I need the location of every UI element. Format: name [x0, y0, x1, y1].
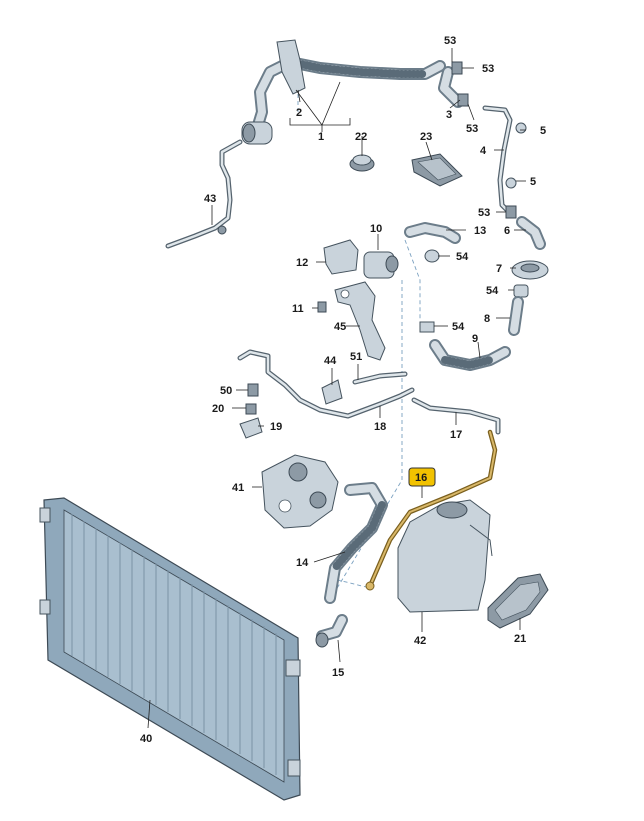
label-14: 14 [296, 557, 309, 569]
label-3: 3 [446, 109, 452, 121]
label-44: 44 [324, 355, 337, 367]
label-53-a: 53 [444, 35, 456, 47]
label-10: 10 [370, 223, 382, 235]
label-16: 16 [415, 472, 427, 484]
part-13-hose [404, 222, 461, 333]
part-42-expansion-tank [397, 499, 493, 613]
part-10-pump [363, 251, 399, 279]
highlight-16-box [408, 467, 436, 487]
label-54-b: 54 [486, 285, 499, 297]
part-22-grommet [349, 154, 375, 172]
label-54-a: 54 [456, 251, 469, 263]
label-7: 7 [496, 263, 502, 275]
label-5-b: 5 [530, 176, 536, 188]
label-21: 21 [514, 633, 526, 645]
label-45: 45 [334, 321, 346, 333]
label-53-c: 53 [466, 123, 478, 135]
label-5-a: 5 [540, 125, 546, 137]
label-20: 20 [212, 403, 224, 415]
label-22: 22 [355, 131, 367, 143]
part-50-20-19-fittings [239, 383, 263, 439]
part-18-17-pipes [237, 349, 501, 435]
leader-lines [147, 48, 526, 729]
part-23-pad [411, 153, 463, 187]
label-12: 12 [296, 257, 308, 269]
label-54-c: 54 [452, 321, 465, 333]
part-11-bolt [317, 301, 327, 313]
part-3-4-hoses [438, 61, 527, 219]
label-53-d: 53 [478, 207, 490, 219]
part-1-upper-hose [241, 39, 446, 145]
label-41: 41 [232, 482, 244, 494]
dashed-guides [297, 90, 421, 601]
label-13: 13 [474, 225, 486, 237]
label-17: 17 [450, 429, 462, 441]
label-15: 15 [332, 667, 344, 679]
label-53-b: 53 [482, 63, 494, 75]
part-40-radiator [39, 497, 301, 801]
label-11: 11 [292, 303, 304, 315]
label-19: 19 [270, 421, 282, 433]
part-14-hose [324, 482, 388, 604]
part-45-bracket [334, 281, 386, 361]
part-43-pipe [165, 139, 243, 249]
label-51: 51 [350, 351, 362, 363]
part-6-9-hoses [429, 216, 549, 371]
part-15-elbow [315, 614, 348, 648]
part-41-thermostat-housing [261, 454, 339, 529]
label-8: 8 [484, 313, 490, 325]
part-12-cover [323, 239, 359, 275]
callout-labels: 1 2 53 53 3 53 5 4 5 53 22 23 43 10 13 6… [140, 35, 546, 745]
label-40: 40 [140, 733, 152, 745]
label-6: 6 [504, 225, 510, 237]
label-9: 9 [472, 333, 478, 345]
label-23: 23 [420, 131, 432, 143]
label-4: 4 [480, 145, 487, 157]
label-18: 18 [374, 421, 386, 433]
label-43: 43 [204, 193, 216, 205]
label-42: 42 [414, 635, 426, 647]
label-1: 1 [318, 131, 324, 143]
part-16-pipe [365, 429, 498, 591]
label-2: 2 [296, 107, 302, 119]
label-50: 50 [220, 385, 232, 397]
part-21-cover [487, 573, 549, 629]
